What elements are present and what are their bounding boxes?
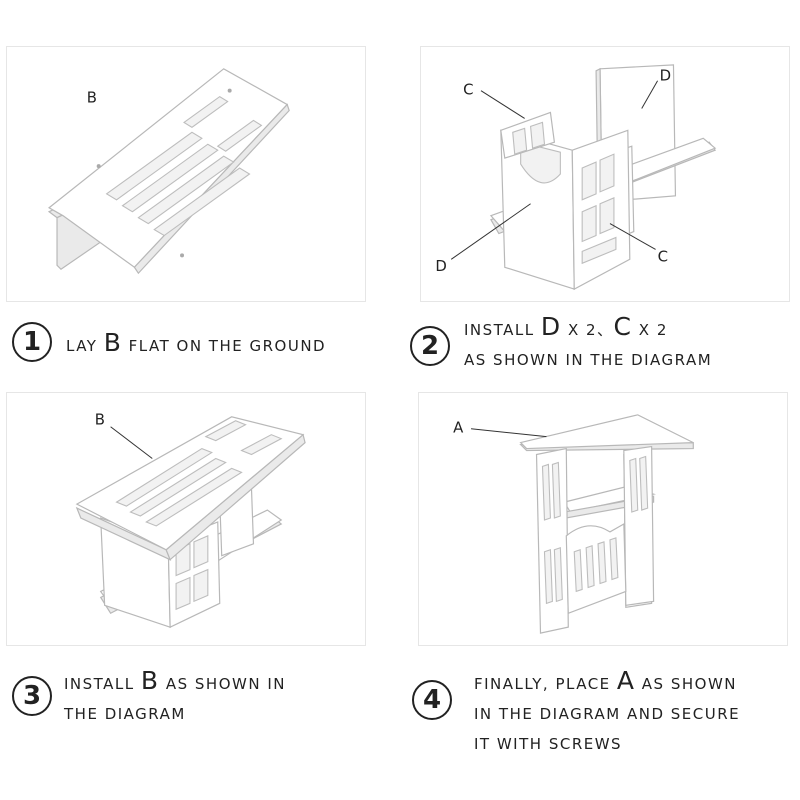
callout-b: B xyxy=(87,89,97,107)
step-4-illustration: A xyxy=(418,392,788,646)
install-b-drawing: B xyxy=(75,411,306,629)
step-3-text-post: as shown in xyxy=(159,675,286,693)
step-2-part-2: C xyxy=(613,312,633,341)
step-4-text-pre: finally, place xyxy=(474,675,617,693)
step-1-part: B xyxy=(103,328,123,357)
assemble-d-c-drawing: C D D C xyxy=(435,64,717,291)
step-2-text-line-2: as shown in the diagram xyxy=(464,351,713,369)
board-b-flat-drawing: B xyxy=(47,68,290,275)
callout-d-bottom: D xyxy=(435,257,446,275)
callout-d-top: D xyxy=(660,67,671,85)
step-1-illustration: B xyxy=(6,46,366,302)
step-2-part-1: D xyxy=(540,312,562,341)
step-2-illustration: C D D C xyxy=(420,46,790,302)
step-4-text-post: as shown xyxy=(635,675,738,693)
step-2-mult-2: x 2 xyxy=(632,321,668,339)
step-4-instruction: 4 finally, place A as shown in the diagr… xyxy=(412,666,740,759)
step-2-mult-1: x 2、 xyxy=(561,321,614,339)
step-number-1: 1 xyxy=(12,322,52,362)
step-2-text-pre: install xyxy=(464,321,541,339)
step-3-text-line-2: the diagram xyxy=(64,705,186,723)
step-4-part: A xyxy=(616,666,636,695)
callout-c-bottom: C xyxy=(658,247,668,265)
step-3-part: B xyxy=(140,666,160,695)
step-2-instruction: 2 install D x 2、C x 2 as shown in the di… xyxy=(410,312,712,375)
step-1-text-pre: lay xyxy=(66,337,104,355)
callout-b: B xyxy=(95,411,105,429)
step-4-text-line-2: in the diagram and secure xyxy=(474,705,741,723)
step-3-instruction: 3 install B as shown in the diagram xyxy=(12,666,286,729)
step-4-text-line-3: it with screws xyxy=(474,735,623,753)
step-number-3: 3 xyxy=(12,676,52,716)
step-number-2: 2 xyxy=(410,326,450,366)
step-number-4: 4 xyxy=(412,680,452,720)
step-3-text-pre: install xyxy=(64,675,141,693)
finished-table-drawing: A xyxy=(453,414,694,634)
callout-a: A xyxy=(453,419,464,437)
callout-c-top: C xyxy=(463,81,473,99)
step-1-text-post: flat on the ground xyxy=(122,337,327,355)
step-3-illustration: B xyxy=(6,392,366,646)
step-1-instruction: 1 lay B flat on the ground xyxy=(12,322,326,362)
